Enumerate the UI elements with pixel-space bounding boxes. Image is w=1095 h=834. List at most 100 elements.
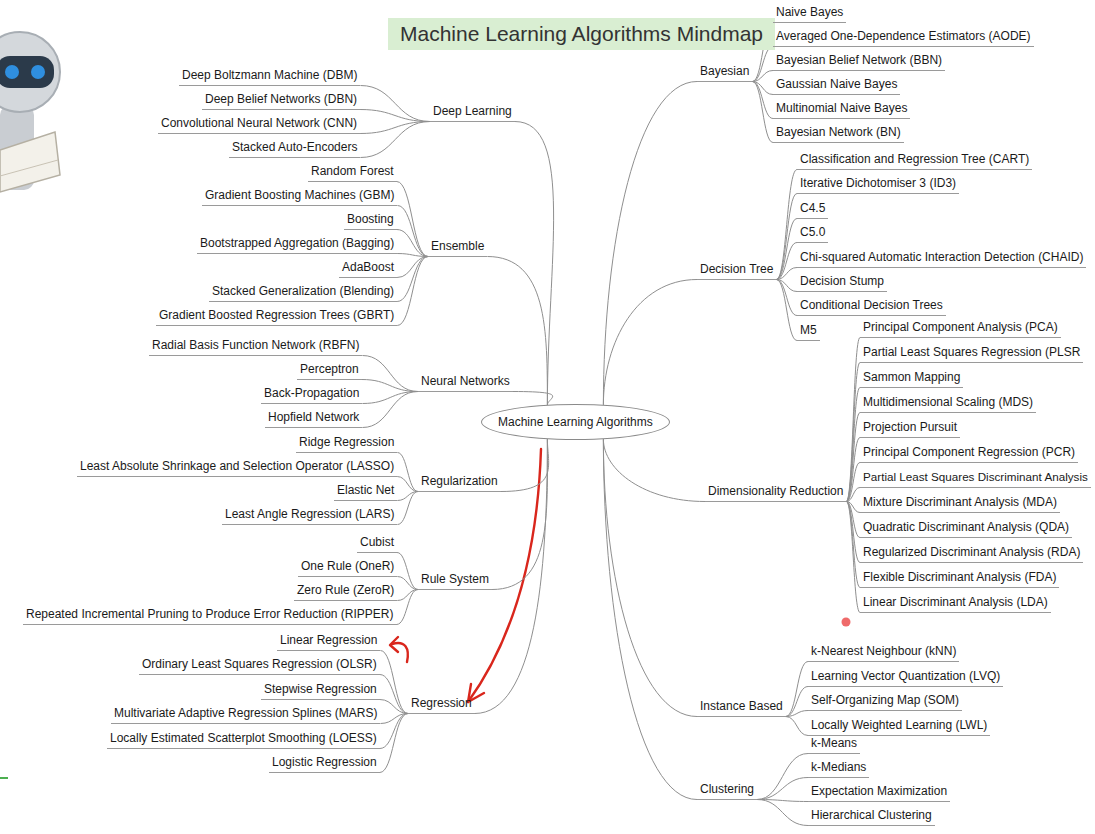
red-arrowhead	[390, 637, 398, 652]
branch-connector	[397, 182, 428, 257]
algorithm-text: Decision Stump	[800, 274, 884, 288]
branch-connector	[757, 800, 808, 826]
branch-connector	[846, 463, 860, 502]
algorithm-text: Zero Rule (ZeroR)	[297, 583, 394, 597]
branch-connector	[757, 778, 808, 800]
algorithm-text: M5	[800, 323, 817, 337]
algorithm-text: Logistic Regression	[272, 755, 377, 769]
algorithm-label: k-Medians	[808, 758, 869, 778]
algorithm-label: Iterative Dichotomiser 3 (ID3)	[797, 174, 959, 194]
branch-connector	[786, 687, 808, 717]
algorithm-text: Classification and Regression Tree (CART…	[800, 152, 1029, 166]
algorithm-label: Repeated Incremental Pruning to Produce …	[23, 605, 397, 625]
algorithm-text: Multidimensional Scaling (MDS)	[863, 395, 1033, 409]
algorithm-text: Hopfield Network	[268, 410, 359, 424]
algorithm-label: M5	[797, 321, 820, 341]
branch-connector	[846, 502, 860, 588]
algorithm-text: Radial Basis Function Network (RBFN)	[152, 338, 359, 352]
algorithm-text: Linear Regression	[280, 633, 377, 647]
branch-connector	[846, 438, 860, 502]
algorithm-label: Stacked Auto-Encoders	[229, 138, 360, 158]
category-text: Dimensionality Reduction	[708, 484, 843, 498]
algorithm-text: C5.0	[800, 225, 825, 239]
algorithm-text: Averaged One-Dependence Estimators (AODE…	[776, 29, 1031, 43]
branch-connector	[360, 86, 430, 122]
algorithm-label: Flexible Discriminant Analysis (FDA)	[860, 568, 1059, 588]
category-text: Regularization	[421, 474, 498, 488]
category-label: Instance Based	[697, 697, 786, 717]
algorithm-label: Linear Discriminant Analysis (LDA)	[860, 593, 1051, 613]
algorithm-text: Deep Boltzmann Machine (DBM)	[182, 68, 357, 82]
branch-connector	[846, 502, 860, 613]
branch-connector	[846, 363, 860, 502]
branch-connector	[776, 170, 797, 280]
algorithm-label: k-Means	[808, 734, 860, 754]
algorithm-text: Locally Estimated Scatterplot Smoothing …	[110, 731, 377, 745]
pointer-dot	[842, 618, 851, 627]
algorithm-text: Bootstrapped Aggregation (Bagging)	[200, 236, 394, 250]
algorithm-label: Conditional Decision Trees	[797, 296, 946, 316]
branch-connector	[360, 110, 430, 122]
algorithm-label: Multivariate Adaptive Regression Splines…	[111, 704, 380, 724]
algorithm-text: Deep Belief Networks (DBN)	[205, 92, 357, 106]
algorithm-label: Stepwise Regression	[261, 680, 380, 700]
category-label: Regularization	[418, 472, 501, 492]
algorithm-text: Boosting	[347, 212, 394, 226]
algorithm-label: Self-Organizing Map (SOM)	[808, 691, 962, 711]
branch-connector	[603, 280, 697, 405]
algorithm-text: Bayesian Belief Network (BBN)	[776, 53, 942, 67]
algorithm-label: Partial Least Squares Discriminant Analy…	[860, 468, 1091, 488]
branch-connector	[752, 82, 773, 143]
algorithm-text: Random Forest	[311, 164, 394, 178]
branch-connector	[846, 413, 860, 502]
branch-connector	[362, 392, 418, 428]
algorithm-text: Regularized Discriminant Analysis (RDA)	[863, 545, 1080, 559]
branch-connector	[397, 590, 418, 625]
branch-connector	[752, 47, 773, 82]
branch-connector	[397, 257, 428, 326]
title-banner: Machine Learning Algorithms Mindmap	[388, 18, 775, 50]
algorithm-text: Convolutional Neural Network (CNN)	[161, 116, 357, 130]
branch-connector	[362, 392, 418, 404]
algorithm-text: Multinomial Naive Bayes	[776, 101, 907, 115]
branch-connector	[397, 477, 418, 492]
algorithm-text: Naive Bayes	[776, 5, 843, 19]
branch-connector	[362, 380, 418, 392]
algorithm-text: Ridge Regression	[299, 435, 394, 449]
algorithm-label: Bayesian Network (BN)	[773, 123, 904, 143]
branch-connector	[846, 338, 860, 502]
category-text: Neural Networks	[421, 374, 510, 388]
algorithm-text: Chi-squared Automatic Interaction Detect…	[800, 250, 1083, 264]
branch-connector	[776, 243, 797, 280]
branch-connector	[786, 711, 808, 717]
algorithm-label: Stacked Generalization (Blending)	[209, 282, 397, 302]
book-line	[0, 160, 58, 176]
branch-connector	[397, 254, 428, 257]
algorithm-label: Ordinary Least Squares Regression (OLSR)	[139, 655, 380, 675]
algorithm-label: Multinomial Naive Bayes	[773, 99, 910, 119]
edge-mark	[0, 777, 8, 779]
algorithm-text: Sammon Mapping	[863, 370, 960, 384]
algorithm-label: Bootstrapped Aggregation (Bagging)	[197, 234, 397, 254]
algorithm-text: k-Nearest Neighbour (kNN)	[811, 644, 956, 658]
algorithm-text: Ordinary Least Squares Regression (OLSR)	[142, 657, 377, 671]
branch-connector	[380, 714, 408, 773]
algorithm-label: Partial Least Squares Regression (PLSR	[860, 343, 1083, 363]
hand-drawn-arrow	[390, 449, 541, 702]
branch-connector	[603, 439, 697, 716]
algorithm-text: Gradient Boosted Regression Trees (GBRT)	[159, 308, 394, 322]
algorithm-text: Gaussian Naive Bayes	[776, 77, 897, 91]
algorithm-label: Sammon Mapping	[860, 368, 963, 388]
algorithm-text: C4.5	[800, 201, 825, 215]
algorithm-label: Deep Belief Networks (DBN)	[202, 90, 360, 110]
branch-connector	[603, 82, 697, 405]
category-label: Regression	[408, 694, 475, 714]
category-text: Rule System	[421, 572, 489, 586]
category-text: Clustering	[700, 782, 754, 796]
title-text: Machine Learning Algorithms Mindmap	[400, 22, 763, 45]
branch-connector	[360, 122, 430, 134]
algorithm-text: Back-Propagation	[264, 386, 359, 400]
algorithm-label: Multidimensional Scaling (MDS)	[860, 393, 1036, 413]
algorithm-text: Cubist	[360, 535, 394, 549]
